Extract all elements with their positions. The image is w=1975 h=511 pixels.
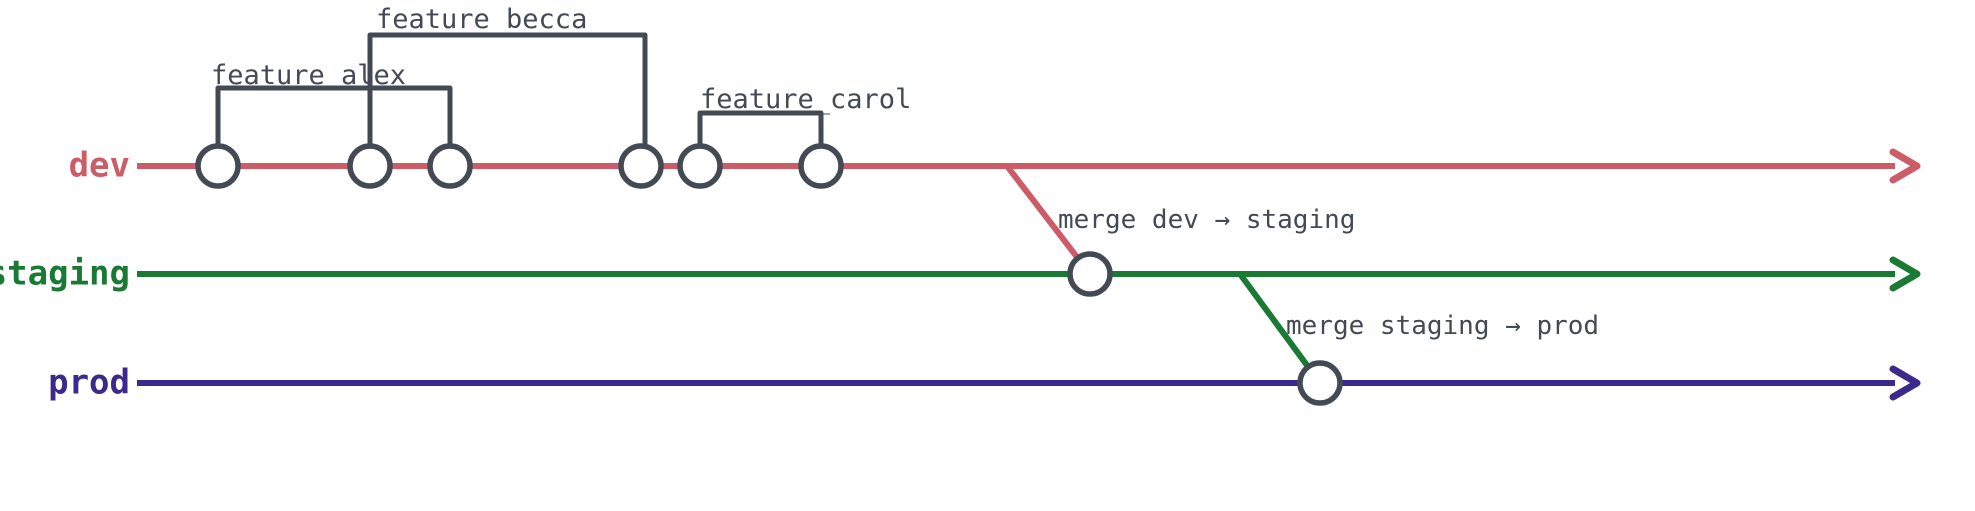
commit-node[interactable] [618,143,664,189]
branch-lane-dev: dev [69,146,1921,186]
commit-nodes-group [195,143,1343,406]
branch-label-prod: prod [48,363,130,403]
feature-brackets-group [215,32,824,149]
merge-labels-group: merge dev → staging merge staging → prod [1058,205,1599,341]
branch-lane-prod: prod [48,363,1921,403]
feature-bracket-becca [367,32,648,149]
feature-labels-group: feature_alex feature_becca feature_carol [211,4,911,115]
merge-commit-node-staging[interactable] [1067,251,1113,297]
branch-label-dev: dev [69,146,130,186]
branch-label-staging: staging [0,254,130,294]
merge-commit-node-prod[interactable] [1297,360,1343,406]
commit-node[interactable] [195,143,241,189]
feature-bracket-alex [215,85,453,149]
branch-arrow-prod [1889,365,1921,401]
branch-arrow-staging [1889,256,1921,292]
branch-arrow-dev [1889,148,1921,184]
commit-node[interactable] [427,143,473,189]
commit-node[interactable] [347,143,393,189]
feature-label-carol: feature_carol [700,84,911,115]
feature-label-becca: feature_becca [376,4,587,35]
commit-node[interactable] [798,143,844,189]
branch-lane-staging: staging [0,254,1921,294]
merge-label-dev-staging: merge dev → staging [1058,205,1355,235]
commit-node[interactable] [677,143,723,189]
feature-label-alex: feature_alex [211,60,406,91]
feature-bracket-carol [697,110,824,149]
merge-label-staging-prod: merge staging → prod [1286,311,1599,341]
